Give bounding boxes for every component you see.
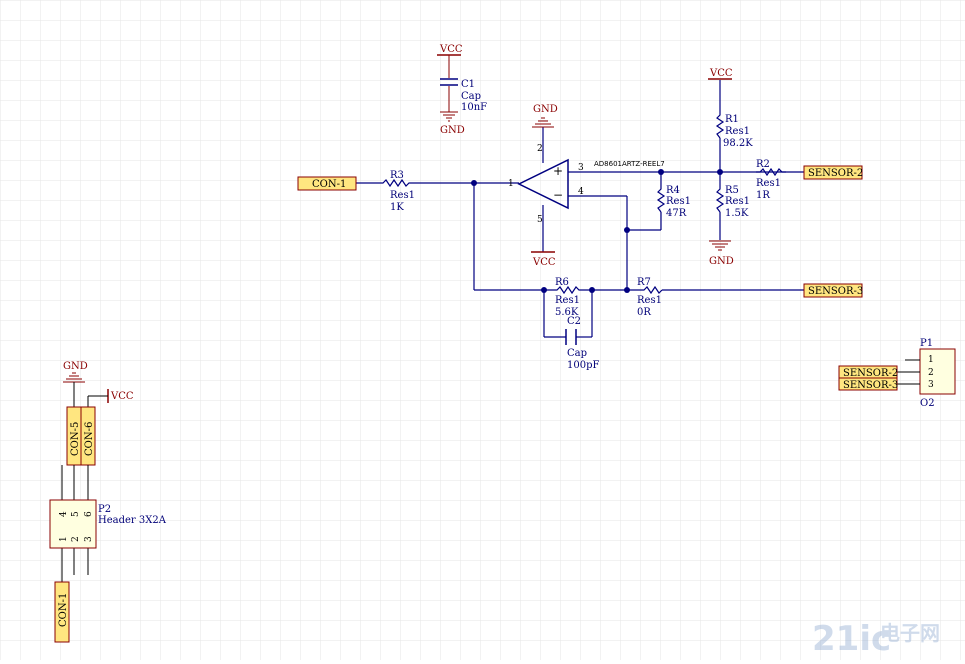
p1-connector[interactable]: P1 1 2 3 O2 (897, 338, 956, 409)
r2-resistor[interactable]: R2 Res1 1R (756, 159, 786, 201)
r5-gnd-label: GND (709, 256, 734, 267)
r3-ref: R3 (390, 170, 404, 181)
c2-capacitor[interactable]: C2 Cap 100pF (565, 316, 599, 371)
c2-ref: C2 (567, 316, 581, 327)
r7-type: Res1 (637, 295, 662, 306)
p2-pin-3: 3 (84, 536, 94, 542)
p2-ref: P2 (98, 504, 111, 515)
p2-gnd-label: GND (63, 361, 88, 372)
r4-value: 47R (666, 208, 687, 219)
p1-port-sensor3[interactable]: SENSOR-3 (838, 377, 898, 391)
r1-type: Res1 (725, 126, 750, 137)
p2-pin-5: 5 (71, 511, 81, 517)
r6-resistor[interactable]: R6 Res1 5.6K (552, 277, 582, 318)
c2-type: Cap (567, 348, 587, 359)
p2-vcc-label: VCC (110, 391, 134, 402)
opamp-plus-sign: + (553, 164, 563, 178)
junction-dots (471, 169, 723, 293)
r5-type: Res1 (725, 196, 750, 207)
r1-ref: R1 (725, 114, 739, 125)
p2-vcc-symbol: VCC (87, 389, 134, 407)
r3-type: Res1 (390, 190, 415, 201)
opamp-vcc-symbol: VCC (531, 251, 556, 268)
r7-ref: R7 (637, 277, 651, 288)
r5-resistor[interactable]: R5 Res1 1.5K (715, 185, 750, 219)
opamp-gnd-label: GND (533, 104, 558, 115)
c2-value: 100pF (567, 360, 599, 371)
c1-gnd-label: GND (440, 125, 465, 136)
p1-ref: P1 (920, 338, 933, 349)
port-sensor3[interactable]: SENSOR-3 (803, 283, 863, 298)
r1-resistor[interactable]: R1 Res1 98.2K (715, 112, 753, 149)
opamp-part-number: AD8601ARTZ-REEL7 (594, 160, 665, 168)
r1-value: 98.2K (723, 138, 753, 149)
r7-resistor[interactable]: R7 Res1 0R (637, 277, 663, 318)
r4-resistor[interactable]: R4 Res1 47R (656, 185, 691, 219)
p2-pin-1: 1 (59, 536, 69, 542)
opamp-gnd-symbol: GND (532, 104, 558, 128)
p1-port-sensor3-label: SENSOR-3 (843, 380, 898, 391)
opamp-pin-v2: 5 (537, 215, 543, 225)
opamp-pin-v1: 2 (537, 144, 543, 154)
opamp-pin-out: 1 (508, 179, 514, 189)
p2-wires (61, 465, 89, 582)
p2-connector[interactable]: 4 5 6 1 2 3 P2 Header 3X2A (49, 499, 167, 549)
r6-ref: R6 (555, 277, 569, 288)
port-sensor2[interactable]: SENSOR-2 (803, 165, 863, 180)
r6-value: 5.6K (555, 307, 579, 318)
port-con1-vertical-label: CON-1 (58, 593, 69, 627)
opamp-pin-plus: 3 (578, 163, 584, 173)
opamp-ad8601[interactable]: + − 1 3 4 2 5 AD8601ARTZ-REEL7 (508, 144, 665, 225)
p2-gnd-symbol: GND (63, 361, 88, 407)
p1-pin-2: 2 (928, 368, 934, 378)
r7-value: 0R (637, 307, 651, 318)
p1-value: O2 (920, 398, 935, 409)
opamp-vcc-label: VCC (532, 257, 556, 268)
c1-vcc-label: VCC (439, 44, 463, 55)
port-con5-label: CON-5 (70, 422, 81, 456)
opamp-minus-sign: − (553, 188, 563, 202)
p2-value: Header 3X2A (98, 515, 167, 526)
port-con5[interactable]: CON-5 (66, 406, 82, 466)
c1-type: Cap (461, 91, 481, 102)
port-con6-label: CON-6 (84, 422, 95, 456)
p1-pin-1: 1 (928, 355, 934, 365)
port-con1[interactable]: CON-1 (297, 176, 357, 191)
r2-ref: R2 (756, 159, 770, 170)
c1-value: 10nF (461, 102, 487, 113)
port-con1-vertical[interactable]: CON-1 (54, 581, 70, 643)
p1-port-sensor2-label: SENSOR-2 (843, 368, 898, 379)
r3-value: 1K (390, 202, 404, 213)
r4-type: Res1 (666, 196, 691, 207)
r2-type: Res1 (756, 178, 781, 189)
watermark-logo: 21ic 电子网 (812, 619, 940, 659)
opamp-pin-minus: 4 (578, 187, 584, 197)
port-con1-label: CON-1 (312, 179, 346, 190)
port-sensor2-label: SENSOR-2 (808, 168, 863, 179)
r4-ref: R4 (666, 185, 680, 196)
p1-pin-3: 3 (928, 380, 934, 390)
r1-vcc-label: VCC (709, 68, 733, 79)
c1-ref: C1 (461, 79, 475, 90)
r2-value: 1R (756, 190, 770, 201)
r1-vcc-symbol: VCC (708, 68, 733, 80)
r6-type: Res1 (555, 295, 580, 306)
r5-ref: R5 (725, 185, 739, 196)
watermark-cn-text: 电子网 (880, 621, 940, 645)
watermark-logo-text: 21ic (812, 619, 891, 659)
port-con6[interactable]: CON-6 (80, 406, 96, 466)
p2-pin-2: 2 (71, 536, 81, 542)
port-sensor3-label: SENSOR-3 (808, 286, 863, 297)
c1-capacitor-group[interactable]: VCC GND C1 Cap 10nF (437, 44, 487, 136)
r3-resistor[interactable]: R3 Res1 1K (378, 170, 415, 213)
p2-pin-6: 6 (84, 511, 94, 517)
p1-port-sensor2[interactable]: SENSOR-2 (838, 365, 898, 379)
p2-pin-4: 4 (59, 511, 69, 517)
r5-value: 1.5K (725, 208, 749, 219)
r5-gnd-symbol: GND (709, 240, 734, 267)
